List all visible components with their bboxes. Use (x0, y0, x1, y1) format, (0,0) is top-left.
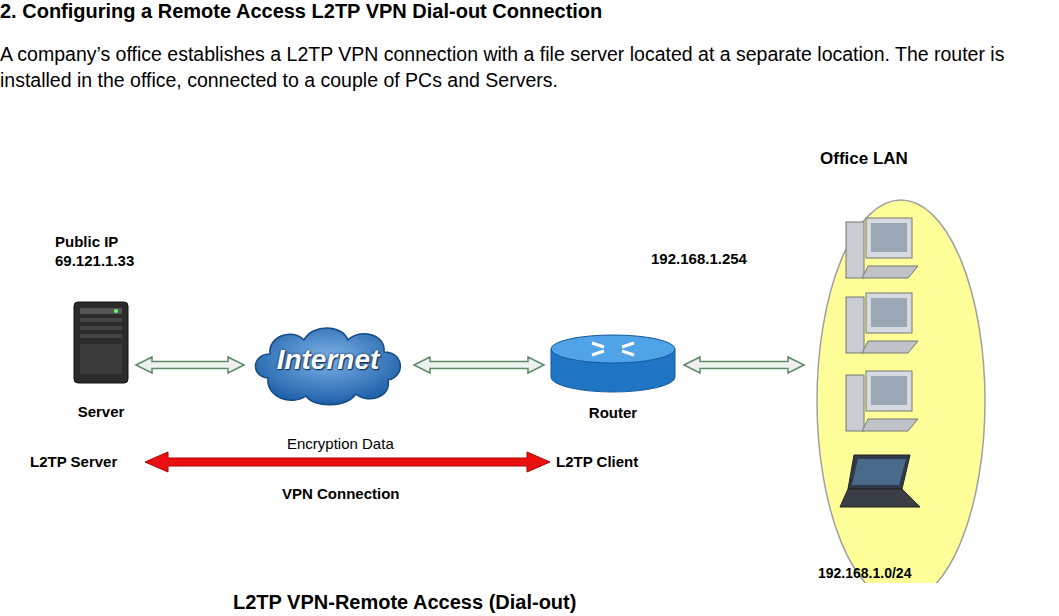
vpn-end-label: L2TP Server (30, 453, 117, 470)
link-arrow (136, 357, 244, 373)
section-title: 2. Configuring a Remote Access L2TP VPN … (0, 0, 1055, 23)
vpn-label: Encryption Data (287, 435, 394, 452)
vpn-end-label: L2TP Client (556, 453, 638, 470)
office-lan: Office LAN 192.168.1.0/24 (800, 148, 990, 588)
server-icon (72, 300, 130, 385)
router-node: 192.168.1.254Router (545, 245, 770, 425)
ip-label: 192.168.1.254 (651, 250, 747, 267)
ip-label: Public IP 69.121.1.33 (55, 232, 155, 270)
device-name: Server (50, 403, 152, 420)
subnet-label: 192.168.1.0/24 (818, 565, 911, 581)
cloud-label: Internet (248, 344, 408, 376)
lan-ellipse (808, 173, 988, 583)
link-arrow (684, 357, 804, 373)
vpn-arrow (145, 452, 550, 472)
server-node: Public IP 69.121.1.33Server (50, 232, 160, 427)
vpn-label: VPN Connection (282, 485, 400, 502)
figure-caption: L2TP VPN-Remote Access (Dial-out) (233, 591, 576, 614)
internet-cloud: Internet (248, 318, 408, 410)
lan-title: Office LAN (820, 149, 908, 169)
router-icon (548, 333, 678, 395)
link-arrow (414, 357, 544, 373)
intro-paragraph: A company’s office establishes a L2TP VP… (0, 41, 1059, 93)
device-name: Router (568, 404, 658, 421)
